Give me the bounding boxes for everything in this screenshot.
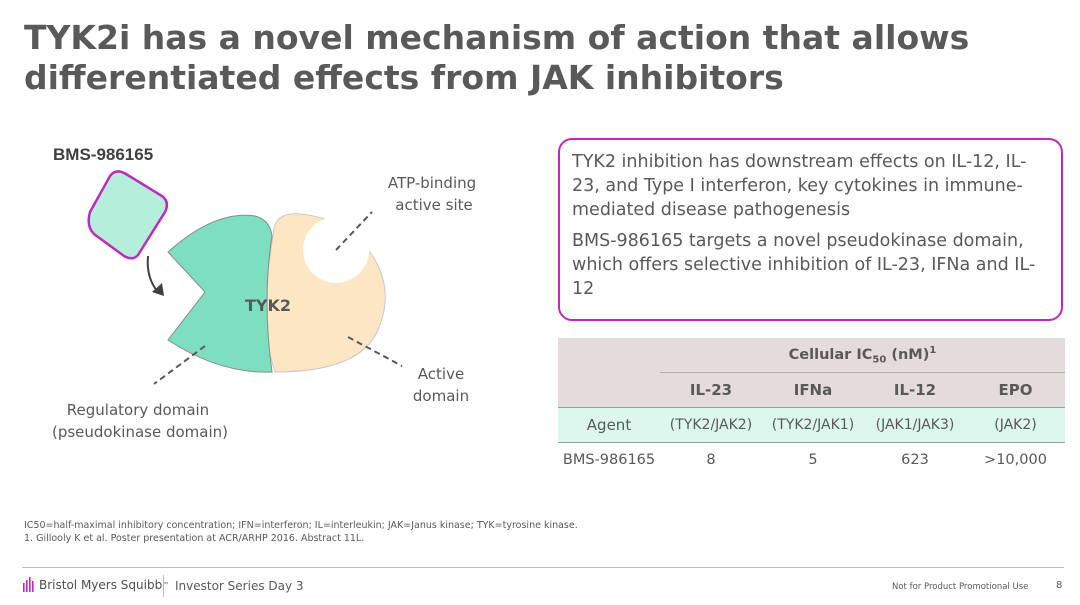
table-header-row: IL-23 IFNa IL-12 EPO (558, 372, 1065, 408)
active-label-line-2: domain (413, 387, 469, 405)
protein-label: TYK2 (245, 296, 291, 315)
tyk2-mechanism-diagram: BMS-986165 TYK2 ATP-binding active site … (52, 145, 476, 441)
regulatory-label-line-1: Regulatory domain (67, 401, 209, 419)
regulatory-domain-shape (167, 214, 273, 373)
column-header: IL-12 (864, 372, 966, 408)
page-number: 8 (1056, 580, 1063, 591)
target-cell: (JAK2) (966, 407, 1065, 443)
slide-title-line-1: TYK2i has a novel mechanism of action th… (24, 18, 970, 57)
slide-title: TYK2i has a novel mechanism of action th… (24, 18, 1024, 98)
agent-label: Agent (558, 407, 660, 443)
compound-label: BMS-986165 (53, 145, 153, 164)
table-target-row: Agent (TYK2/JAK2) (TYK2/JAK1) (JAK1/JAK3… (558, 407, 1065, 443)
column-header: EPO (966, 372, 1065, 408)
footer-separator (163, 575, 164, 597)
table-title: Cellular IC50 (nM)1 (660, 338, 1065, 373)
callout-paragraph-1: TYK2 inhibition has downstream effects o… (572, 152, 1027, 220)
footnote-reference: 1. Gillooly K et al. Poster presentation… (24, 533, 365, 544)
table-title-unit: (nM) (886, 346, 930, 363)
table-title-superscript: 1 (929, 344, 937, 356)
target-cell: (JAK1/JAK3) (864, 407, 966, 443)
logo-bars-icon (23, 577, 34, 592)
key-points-callout: TYK2 inhibition has downstream effects o… (558, 138, 1063, 321)
atp-label-line-1: ATP-binding (388, 174, 476, 192)
binding-arrow-icon (146, 255, 159, 293)
compound-shape (87, 170, 169, 260)
footer-divider (22, 567, 1064, 568)
table-header-empty (558, 372, 660, 408)
footnotes: IC50=half-maximal inhibitory concentrati… (24, 519, 578, 545)
value-cell: 5 (808, 452, 818, 468)
footnote-abbreviations: IC50=half-maximal inhibitory concentrati… (24, 520, 578, 531)
table-title-main: Cellular IC (788, 346, 873, 363)
table-corner-cell (558, 338, 660, 373)
slide-title-line-2: differentiated effects from JAK inhibito… (24, 58, 784, 97)
active-label-line-1: Active (418, 365, 464, 383)
column-header: IL-23 (660, 372, 762, 408)
regulatory-leader-line (153, 345, 206, 385)
logo-text: Bristol Myers Squibb (39, 578, 163, 592)
value-cell: 8 (706, 452, 716, 468)
value-cell: 623 (901, 452, 929, 468)
atp-leader-line (335, 211, 373, 251)
row-label: BMS-986165 (562, 452, 656, 468)
ic50-table: Cellular IC50 (nM)1 IL-23 IFNa IL-12 EPO… (558, 338, 1065, 477)
regulatory-label-line-2: (pseudokinase domain) (52, 423, 228, 441)
target-cell: (TYK2/JAK1) (762, 407, 864, 443)
callout-paragraph-2: BMS-986165 targets a novel pseudokinase … (572, 231, 1036, 299)
table-row: BMS-986165 8 5 623 >10,000 (558, 443, 1065, 478)
table-title-subscript: 50 (872, 354, 887, 366)
event-name: Investor Series Day 3 (175, 579, 304, 593)
column-header: IFNa (762, 372, 864, 408)
logo-trademark: ™ (162, 581, 170, 589)
atp-label-line-2: active site (395, 196, 472, 214)
active-leader-line (347, 336, 403, 367)
target-cell: (TYK2/JAK2) (660, 407, 762, 443)
binding-arrow-head-icon (152, 283, 164, 296)
table-title-row: Cellular IC50 (nM)1 (558, 338, 1065, 373)
value-cell: >10,000 (984, 452, 1047, 468)
disclaimer: Not for Product Promotional Use (892, 582, 1029, 592)
